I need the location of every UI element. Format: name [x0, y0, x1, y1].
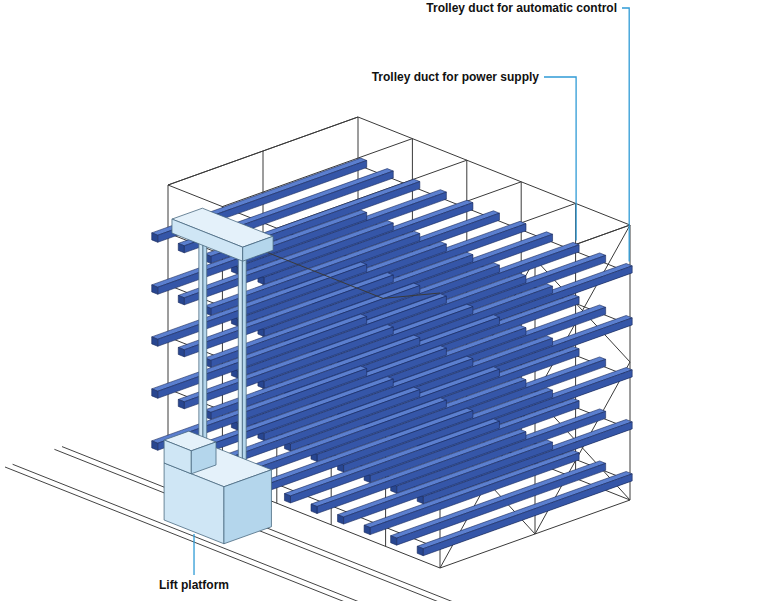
lift-part	[242, 250, 246, 474]
lift-part	[203, 234, 207, 458]
bars	[152, 158, 632, 556]
stored-bar	[152, 337, 158, 346]
stored-bar	[178, 243, 184, 252]
stored-bar	[391, 536, 397, 545]
callout-label: Lift platform	[158, 578, 230, 592]
leader-lines	[194, 8, 629, 575]
guide-rail	[258, 249, 440, 299]
stored-bar	[397, 463, 606, 545]
leader-line	[622, 8, 629, 261]
stored-bar	[370, 453, 579, 535]
lift-part	[243, 236, 273, 261]
lift-part	[191, 442, 216, 474]
lift-part	[164, 440, 191, 474]
stored-bar	[284, 494, 290, 503]
lift-part	[172, 219, 243, 261]
callout-label: Trolley duct for automatic control	[425, 1, 618, 15]
stored-bar	[417, 471, 632, 548]
stored-bar	[311, 504, 317, 513]
stored-bar	[364, 525, 370, 534]
stored-bar	[178, 347, 184, 356]
frame-line	[168, 185, 169, 460]
stored-bar	[423, 474, 632, 556]
stored-bar	[152, 441, 158, 450]
stored-bar	[152, 285, 158, 294]
lift-part	[199, 234, 203, 459]
stored-bar	[178, 295, 184, 304]
leader-line	[544, 77, 576, 240]
leader-line	[193, 534, 194, 575]
stored-bar	[338, 515, 344, 524]
stored-bar	[152, 233, 158, 242]
lift-part	[164, 463, 224, 544]
lift-guide	[258, 249, 440, 299]
lift-part	[238, 249, 242, 474]
lift-part	[224, 470, 272, 544]
stored-bar	[152, 389, 158, 398]
stored-bar	[178, 399, 184, 408]
callout-label: Trolley duct for power supply	[371, 70, 540, 84]
lift-platform	[164, 208, 273, 544]
stored-bar	[417, 546, 423, 555]
